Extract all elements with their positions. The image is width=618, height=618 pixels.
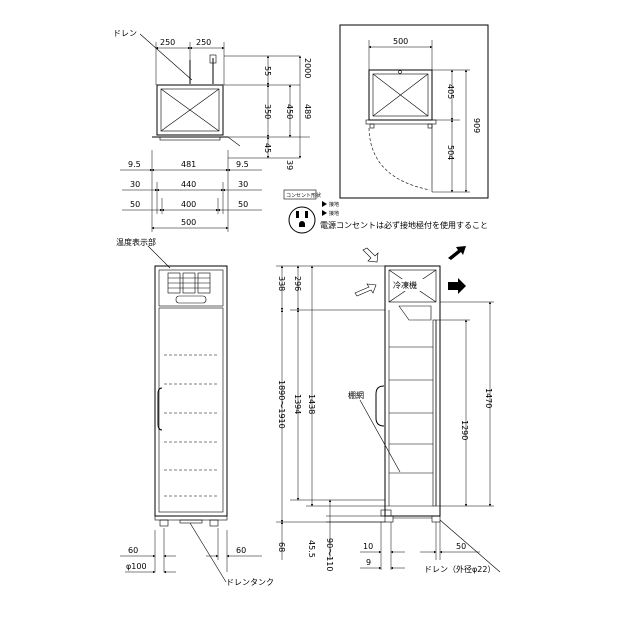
side-door-handle[interactable] [375, 385, 385, 427]
temp-display-label: 温度表示部 [116, 237, 156, 247]
dim-front-60-left: 60 [128, 546, 138, 555]
outlet-legend-a: 接地 [329, 201, 339, 208]
side-view: 冷凍機 棚網 338 296 1890〜1910 1394 1438 [276, 246, 501, 574]
outlet-icon-label: コンセント形状 [286, 192, 321, 199]
airflow-out-top [448, 246, 466, 260]
dim-r2-right: 30 [238, 180, 248, 189]
dim-450: 450 [285, 104, 294, 119]
dim-10: 10 [363, 542, 373, 551]
drain-label: ドレン [113, 29, 137, 38]
side-front-foot [384, 515, 394, 523]
dim-1394: 1394 [293, 394, 302, 414]
dim-2000: 2000 [303, 58, 312, 78]
dim-55: 55 [263, 66, 272, 76]
dim-r2-center: 440 [181, 180, 196, 189]
dim-9: 9 [366, 558, 371, 567]
refrigeration-label: 冷凍機 [393, 280, 417, 290]
dim-45: 45 [263, 143, 272, 153]
dim-504: 504 [446, 145, 455, 160]
dim-r3-left: 50 [130, 200, 140, 209]
side-plan-frame [339, 24, 489, 199]
temp-display [175, 295, 207, 304]
dim-1290: 1290 [460, 420, 469, 440]
dim-front-dia: φ100 [126, 562, 147, 571]
glass-door[interactable] [158, 307, 224, 513]
dim-45-5: 45.5 [307, 540, 316, 558]
front-view: 温度表示部 60 60 [116, 237, 274, 587]
dim-296: 296 [293, 276, 302, 291]
shelf-label: 棚網 [348, 390, 364, 400]
plan-width-right: 250 [196, 38, 211, 47]
airflow-out-side [448, 278, 466, 294]
dim-90-110: 90〜110 [325, 538, 334, 571]
dim-1438: 1438 [307, 394, 316, 414]
outlet-legend-b: 接地 [329, 210, 339, 217]
left-foot [159, 519, 169, 527]
dim-350: 350 [263, 104, 272, 119]
drain-leader [139, 33, 193, 81]
plan-view: ドレン 250 250 55 2000 350 450 [113, 29, 312, 232]
dim-r1-left: 9.5 [128, 160, 141, 169]
drain-tank-label: ドレンタンク [226, 578, 274, 587]
dim-338: 338 [277, 276, 286, 291]
drain-tank [179, 519, 203, 524]
side-plan-width: 500 [393, 37, 408, 46]
dim-68: 68 [277, 542, 286, 552]
evaporator [398, 305, 432, 321]
side-rear-foot [431, 515, 441, 523]
drain-outer-label: ドレン（外径φ22） [424, 564, 495, 574]
dim-489: 489 [303, 104, 312, 119]
airflow-in-top [362, 247, 379, 263]
dim-r4: 500 [181, 218, 196, 227]
vent-grille [167, 272, 211, 294]
right-foot [209, 519, 219, 527]
dim-50-side: 50 [456, 542, 466, 551]
dim-405: 405 [446, 84, 455, 99]
dim-front-60-right: 60 [236, 546, 246, 555]
cabinet-front [154, 265, 228, 517]
dim-r3-right: 50 [238, 200, 248, 209]
door-handle[interactable] [157, 387, 163, 431]
outlet-icon [288, 206, 316, 234]
dim-39: 39 [285, 160, 294, 170]
dim-r3-center: 400 [181, 200, 196, 209]
cabinet-side [384, 265, 441, 517]
airflow-in-side [354, 283, 377, 297]
side-plan-view: 500 405 909 504 [339, 24, 489, 199]
dim-r1-right: 9.5 [236, 160, 249, 169]
dim-1470: 1470 [484, 388, 493, 408]
plan-cabinet [156, 84, 224, 136]
outlet-section: コンセント形状 接地 接地 電源コンセントは必ず接地極付を使用すること [283, 189, 488, 234]
dim-r1-center: 481 [181, 160, 196, 169]
dim-1890-1910: 1890〜1910 [277, 380, 286, 429]
plan-width-left: 250 [160, 38, 175, 47]
dim-909: 909 [472, 118, 481, 133]
dim-r2-left: 30 [130, 180, 140, 189]
outlet-note: 電源コンセントは必ず接地極付を使用すること [320, 220, 488, 230]
